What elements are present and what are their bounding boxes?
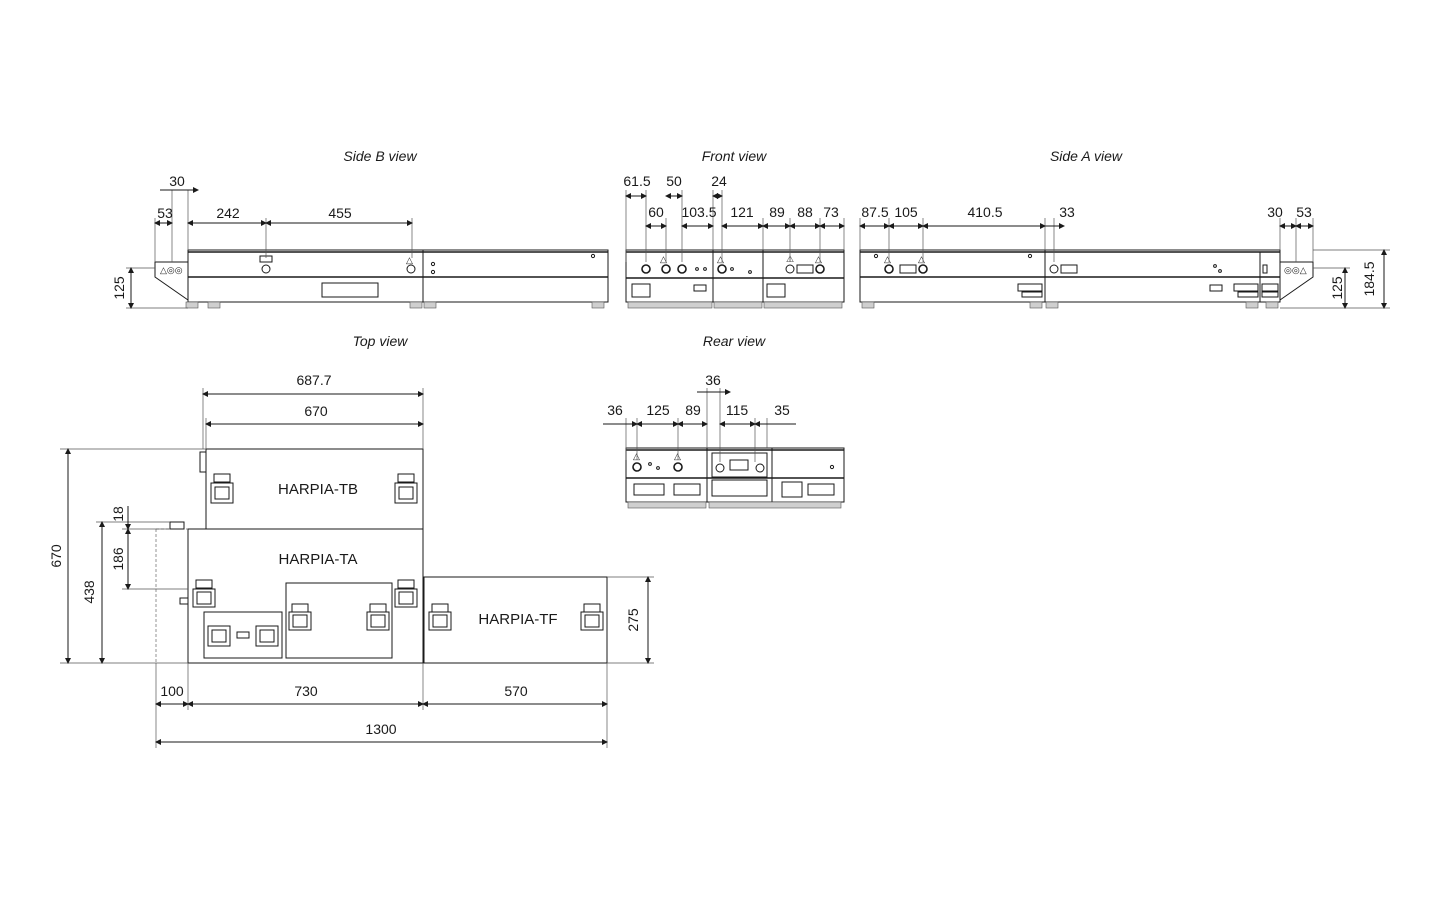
dim-side-b-53: 53 (157, 205, 173, 221)
svg-text:△: △ (884, 254, 891, 264)
side-b-handle-slot (321, 282, 379, 298)
dim-front-24: 24 (711, 173, 727, 189)
dim-side-a-30: 30 (1267, 204, 1283, 220)
side-b-view: △◎◎ △ 30 53 242 455 125 (111, 173, 609, 309)
svg-text:△: △ (660, 254, 667, 264)
dim-front-89: 89 (769, 204, 785, 220)
dim-side-a-53: 53 (1296, 204, 1312, 220)
svg-text:△: △ (674, 451, 681, 461)
dim-top-730: 730 (294, 683, 318, 699)
module-tf (423, 576, 608, 664)
dim-side-a-105: 105 (894, 204, 918, 220)
dim-front-73: 73 (823, 204, 839, 220)
dim-top-100: 100 (160, 683, 184, 699)
side-b-connector-panel (154, 261, 189, 301)
svg-text:△: △ (717, 254, 724, 264)
dim-front-121: 121 (730, 204, 754, 220)
dim-side-a-87-5: 87.5 (861, 204, 888, 220)
dim-front-103-5: 103.5 (681, 204, 716, 220)
dim-side-a-184-5: 184.5 (1361, 261, 1377, 296)
front-view: △ △ ⚠ △ 61.5 (623, 173, 845, 309)
rear-body (625, 447, 845, 503)
module-tb (205, 448, 424, 530)
rear-view-title: Rear view (703, 333, 766, 349)
dim-side-a-410-5: 410.5 (967, 204, 1002, 220)
side-a-view: ◎◎△ △ △ (859, 204, 1390, 309)
module-ta (187, 528, 424, 664)
side-a-connector-panel (1279, 261, 1314, 301)
top-view: HARPIA-TB HARPIA-TA HARPIA-TF (48, 372, 654, 748)
dim-top-438: 438 (81, 580, 97, 604)
dim-rear-125: 125 (646, 402, 670, 418)
dim-side-b-125: 125 (111, 276, 127, 300)
dim-rear-89: 89 (685, 402, 701, 418)
svg-text:△: △ (918, 254, 925, 264)
dim-side-a-125: 125 (1329, 276, 1345, 300)
side-b-body (187, 249, 609, 303)
side-b-view-title: Side B view (343, 148, 417, 164)
dim-top-670: 670 (304, 403, 328, 419)
svg-text:△◎◎: △◎◎ (160, 265, 183, 275)
dim-side-a-33: 33 (1059, 204, 1075, 220)
dim-rear-36-top: 36 (705, 372, 721, 388)
top-view-title: Top view (353, 333, 409, 349)
dim-top-18: 18 (110, 506, 126, 522)
dim-rear-36: 36 (607, 402, 623, 418)
dim-side-b-242: 242 (216, 205, 240, 221)
side-a-body (859, 249, 1281, 303)
dim-side-b-30: 30 (169, 173, 185, 189)
dim-top-1300: 1300 (365, 721, 396, 737)
svg-text:△: △ (406, 255, 413, 265)
dim-top-687-7: 687.7 (296, 372, 331, 388)
dim-top-670-left: 670 (48, 544, 64, 568)
module-ta-label: HARPIA-TA (279, 551, 358, 568)
dim-front-61-5: 61.5 (623, 173, 650, 189)
dim-top-275: 275 (625, 608, 641, 632)
dim-side-b-455: 455 (328, 205, 352, 221)
svg-text:◎◎△: ◎◎△ (1284, 265, 1307, 275)
side-a-view-title: Side A view (1050, 148, 1123, 164)
module-tf-label: HARPIA-TF (478, 611, 557, 628)
dim-top-570: 570 (504, 683, 528, 699)
module-tb-label: HARPIA-TB (278, 481, 358, 498)
rear-view: △ △ 36 36 125 89 (603, 372, 845, 509)
front-body (625, 249, 845, 303)
dim-rear-35: 35 (774, 402, 790, 418)
dim-front-50: 50 (666, 173, 682, 189)
dim-top-186: 186 (110, 547, 126, 571)
front-view-title: Front view (702, 148, 767, 164)
svg-text:△: △ (815, 254, 822, 264)
dim-front-60: 60 (648, 204, 664, 220)
dim-front-88: 88 (797, 204, 813, 220)
svg-text:△: △ (633, 451, 640, 461)
dim-rear-115: 115 (726, 402, 749, 418)
